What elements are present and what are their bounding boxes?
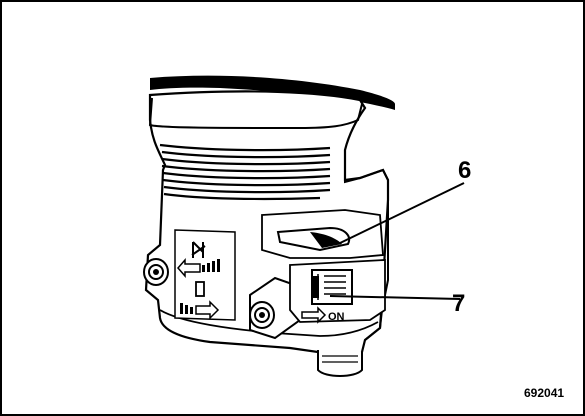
run-symbol-icon [195, 281, 205, 297]
left-hex-nut [143, 258, 169, 286]
on-arrow-icon [301, 306, 327, 324]
engine-cover-edge [150, 75, 395, 110]
callout-7-number: 7 [452, 290, 465, 317]
callout-7-leader [329, 295, 461, 300]
arrow-left-icon [177, 258, 220, 278]
valve-housing-panel [344, 150, 389, 341]
right-hex-nut [249, 301, 275, 329]
callout-6-leader [337, 182, 465, 245]
callout-6-number: 6 [458, 157, 471, 184]
choke-symbol-icon [191, 241, 206, 258]
bottom-fitting [317, 350, 363, 377]
on-marker-label: ON [328, 311, 345, 323]
instruction-panel [174, 229, 236, 321]
figure-id: 692041 [524, 386, 564, 400]
arrow-right-icon [180, 300, 220, 320]
air-intake-hood [148, 97, 363, 130]
cooling-fins [159, 143, 331, 201]
